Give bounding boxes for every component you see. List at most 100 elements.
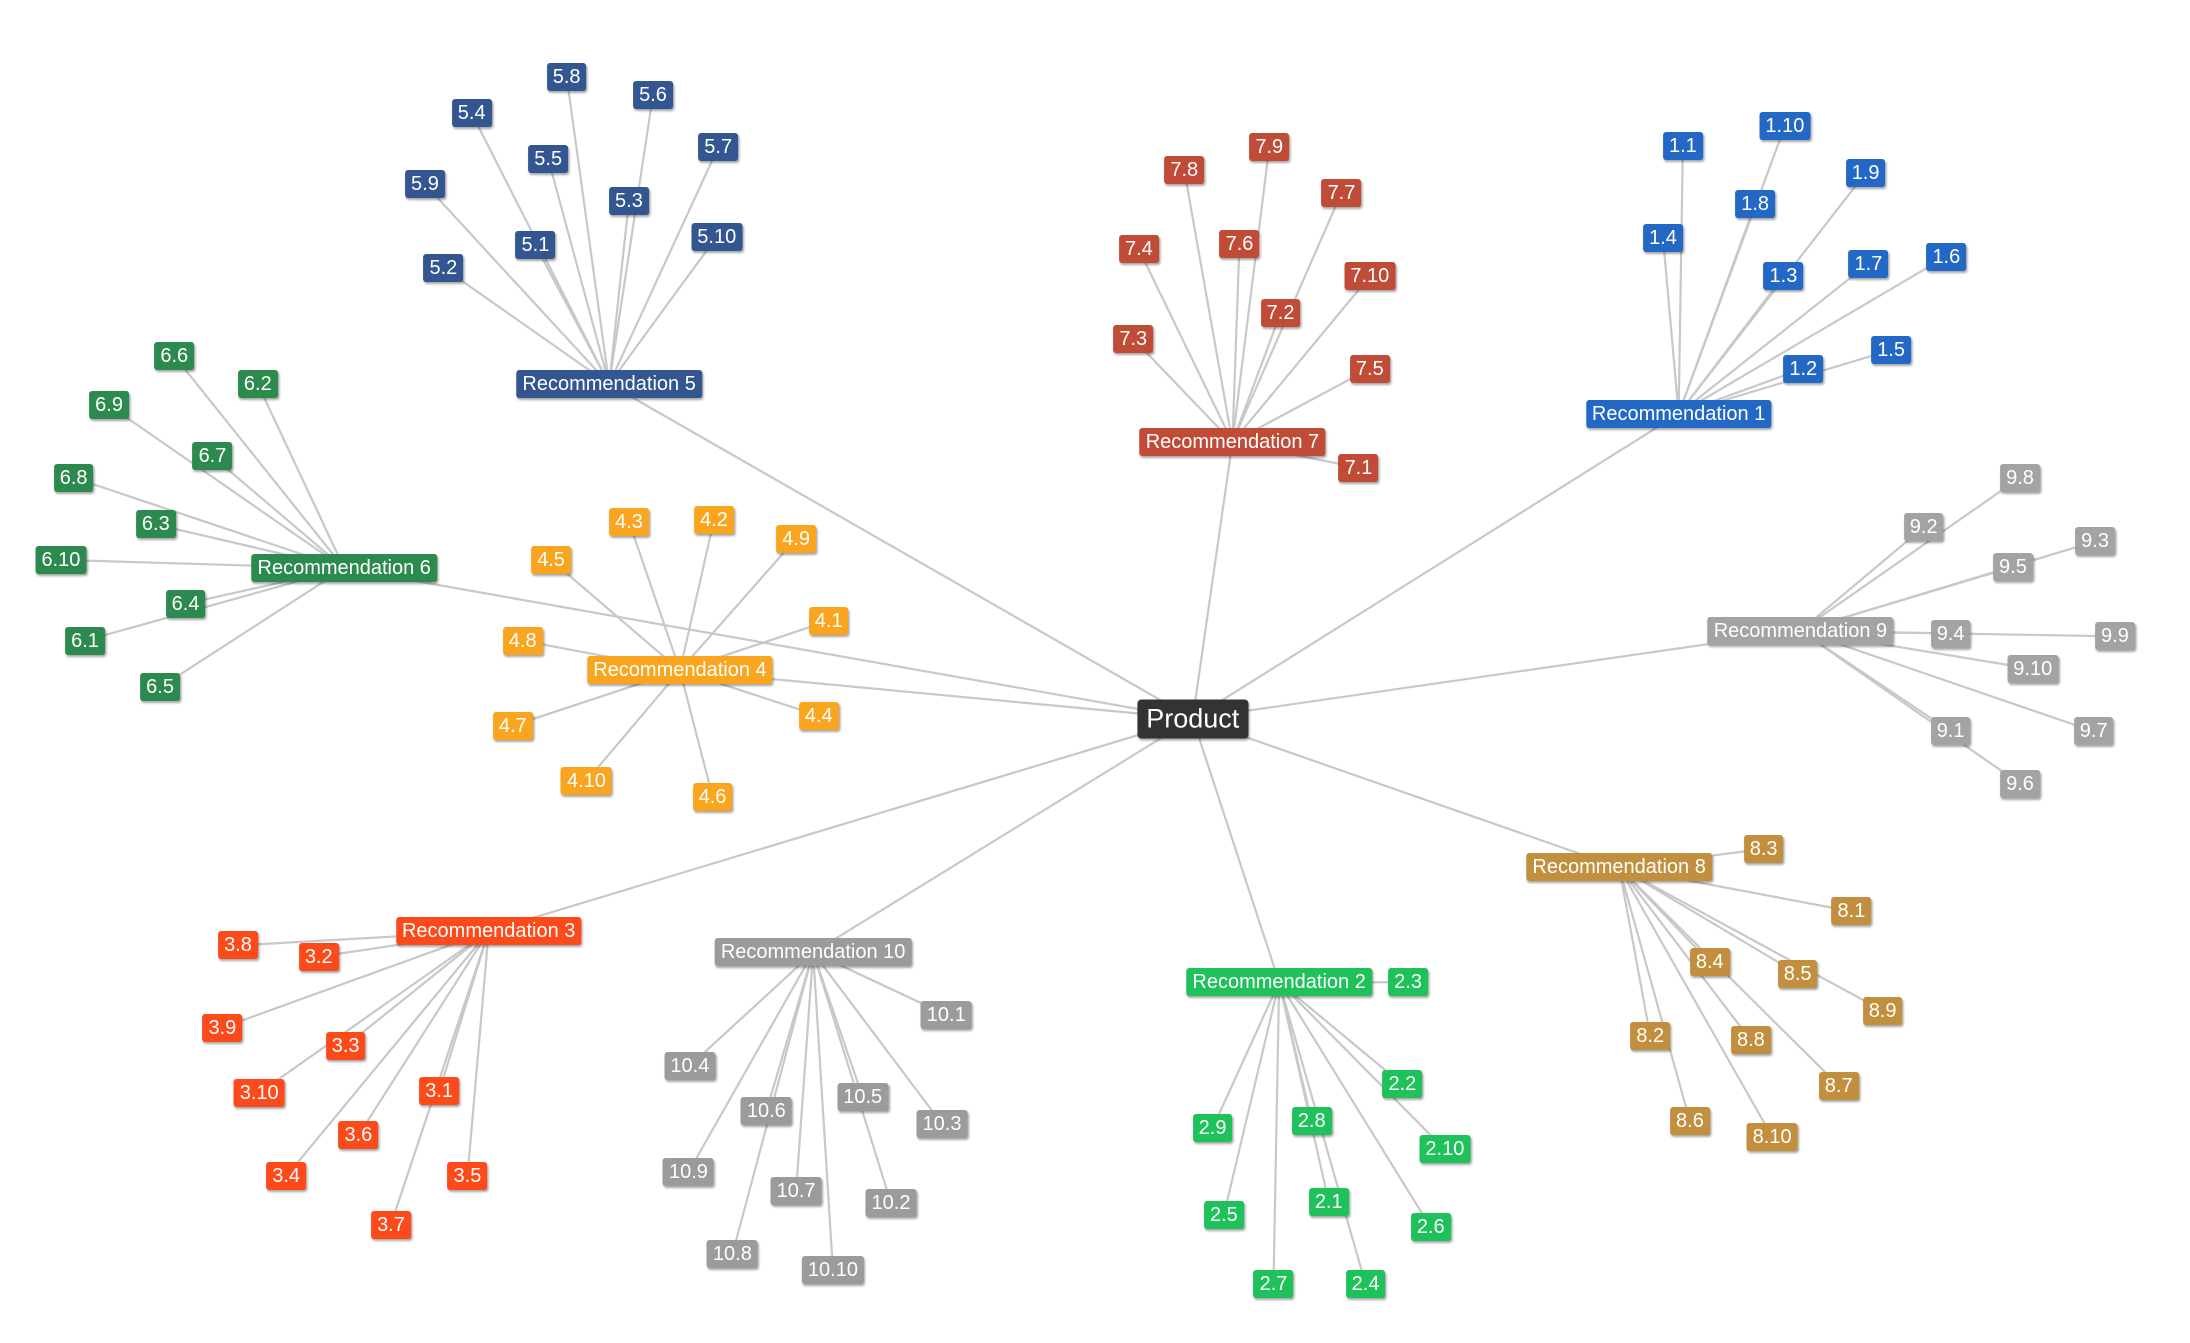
leaf-node[interactable]: 1.3 <box>1763 262 1804 291</box>
leaf-node[interactable]: 8.2 <box>1630 1022 1671 1051</box>
leaf-node[interactable]: 1.10 <box>1759 112 1811 141</box>
leaf-node[interactable]: 4.4 <box>798 701 839 730</box>
leaf-node[interactable]: 1.6 <box>1926 242 1967 271</box>
recommendation-node-3[interactable]: Recommendation 3 <box>395 917 582 946</box>
leaf-node[interactable]: 8.9 <box>1862 996 1903 1025</box>
leaf-node[interactable]: 9.6 <box>2000 769 2040 798</box>
leaf-node[interactable]: 10.1 <box>920 1000 972 1029</box>
leaf-node[interactable]: 6.10 <box>35 545 87 574</box>
leaf-node[interactable]: 7.2 <box>1260 299 1301 328</box>
leaf-node[interactable]: 6.1 <box>65 626 105 655</box>
leaf-node[interactable]: 10.5 <box>837 1083 889 1112</box>
leaf-node[interactable]: 10.4 <box>664 1051 716 1080</box>
leaf-node[interactable]: 5.2 <box>423 253 464 282</box>
leaf-node[interactable]: 8.10 <box>1746 1122 1798 1151</box>
recommendation-node-10[interactable]: Recommendation 10 <box>714 938 912 967</box>
leaf-node[interactable]: 8.8 <box>1730 1026 1771 1055</box>
leaf-node[interactable]: 3.10 <box>233 1078 285 1107</box>
leaf-node[interactable]: 1.9 <box>1845 158 1886 187</box>
leaf-node[interactable]: 9.8 <box>2000 463 2040 492</box>
leaf-node[interactable]: 3.5 <box>447 1162 488 1191</box>
leaf-node[interactable]: 8.6 <box>1670 1107 1710 1136</box>
leaf-node[interactable]: 6.8 <box>53 463 94 492</box>
recommendation-node-9[interactable]: Recommendation 9 <box>1707 616 1894 645</box>
leaf-node[interactable]: 3.4 <box>266 1162 307 1191</box>
leaf-node[interactable]: 7.3 <box>1113 324 1154 353</box>
leaf-node[interactable]: 6.3 <box>135 510 176 539</box>
leaf-node[interactable]: 5.5 <box>528 144 569 173</box>
leaf-node[interactable]: 4.10 <box>560 766 612 795</box>
recommendation-node-2[interactable]: Recommendation 2 <box>1186 968 1372 997</box>
leaf-node[interactable]: 2.1 <box>1308 1187 1349 1216</box>
leaf-node[interactable]: 9.5 <box>1993 552 2033 581</box>
leaf-node[interactable]: 7.10 <box>1344 262 1396 291</box>
leaf-node[interactable]: 5.7 <box>698 133 739 162</box>
leaf-node[interactable]: 1.4 <box>1643 224 1683 253</box>
leaf-node[interactable]: 9.2 <box>1903 513 1944 542</box>
leaf-node[interactable]: 5.3 <box>609 187 649 216</box>
leaf-node[interactable]: 9.7 <box>2073 717 2114 746</box>
leaf-node[interactable]: 10.3 <box>916 1109 968 1138</box>
leaf-node[interactable]: 2.6 <box>1410 1213 1451 1242</box>
leaf-node[interactable]: 5.1 <box>515 231 556 260</box>
leaf-node[interactable]: 7.9 <box>1249 133 1290 162</box>
leaf-node[interactable]: 5.8 <box>546 62 587 91</box>
leaf-node[interactable]: 2.5 <box>1204 1200 1244 1229</box>
leaf-node[interactable]: 5.9 <box>405 170 445 199</box>
leaf-node[interactable]: 1.8 <box>1735 190 1776 219</box>
leaf-node[interactable]: 2.10 <box>1419 1135 1471 1164</box>
leaf-node[interactable]: 4.6 <box>692 782 733 811</box>
leaf-node[interactable]: 3.9 <box>202 1013 243 1042</box>
leaf-node[interactable]: 4.7 <box>492 711 533 740</box>
leaf-node[interactable]: 9.9 <box>2095 622 2135 651</box>
leaf-node[interactable]: 1.5 <box>1871 336 1911 365</box>
recommendation-node-5[interactable]: Recommendation 5 <box>516 370 702 399</box>
leaf-node[interactable]: 5.10 <box>691 222 743 251</box>
leaf-node[interactable]: 3.8 <box>218 931 258 960</box>
leaf-node[interactable]: 9.4 <box>1930 619 1971 648</box>
leaf-node[interactable]: 8.4 <box>1689 948 1730 977</box>
leaf-node[interactable]: 6.2 <box>237 370 278 399</box>
leaf-node[interactable]: 8.3 <box>1743 835 1784 863</box>
leaf-node[interactable]: 1.2 <box>1783 354 1824 383</box>
leaf-node[interactable]: 1.7 <box>1848 249 1889 278</box>
leaf-node[interactable]: 8.7 <box>1818 1071 1859 1100</box>
leaf-node[interactable]: 6.5 <box>140 673 180 702</box>
leaf-node[interactable]: 6.4 <box>165 589 206 618</box>
leaf-node[interactable]: 6.9 <box>89 391 129 420</box>
leaf-node[interactable]: 3.2 <box>298 942 339 971</box>
product-root-node[interactable]: Product <box>1137 699 1249 739</box>
leaf-node[interactable]: 7.5 <box>1349 354 1390 383</box>
leaf-node[interactable]: 10.7 <box>770 1176 822 1205</box>
leaf-node[interactable]: 2.4 <box>1345 1270 1386 1299</box>
leaf-node[interactable]: 3.6 <box>338 1121 379 1150</box>
leaf-node[interactable]: 6.6 <box>154 341 195 370</box>
leaf-node[interactable]: 6.7 <box>192 442 233 471</box>
recommendation-node-6[interactable]: Recommendation 6 <box>251 554 437 583</box>
leaf-node[interactable]: 8.1 <box>1831 897 1872 926</box>
leaf-node[interactable]: 7.8 <box>1164 156 1205 185</box>
leaf-node[interactable]: 4.5 <box>531 545 571 574</box>
leaf-node[interactable]: 9.1 <box>1930 717 1971 746</box>
leaf-node[interactable]: 7.1 <box>1338 453 1379 482</box>
leaf-node[interactable]: 10.2 <box>865 1189 917 1218</box>
recommendation-node-4[interactable]: Recommendation 4 <box>587 656 773 685</box>
leaf-node[interactable]: 3.1 <box>419 1077 460 1106</box>
recommendation-node-7[interactable]: Recommendation 7 <box>1139 428 1326 457</box>
leaf-node[interactable]: 3.3 <box>325 1032 366 1061</box>
leaf-node[interactable]: 10.9 <box>662 1158 714 1187</box>
leaf-node[interactable]: 8.5 <box>1777 959 1818 988</box>
leaf-node[interactable]: 4.3 <box>609 507 649 536</box>
leaf-node[interactable]: 2.2 <box>1382 1070 1423 1099</box>
leaf-node[interactable]: 4.9 <box>776 524 816 553</box>
leaf-node[interactable]: 9.3 <box>2075 527 2115 556</box>
leaf-node[interactable]: 2.8 <box>1291 1107 1332 1136</box>
leaf-node[interactable]: 10.6 <box>740 1097 792 1126</box>
leaf-node[interactable]: 9.10 <box>2007 655 2059 683</box>
leaf-node[interactable]: 3.7 <box>371 1210 411 1239</box>
leaf-node[interactable]: 4.2 <box>694 506 734 535</box>
leaf-node[interactable]: 4.8 <box>502 626 543 655</box>
leaf-node[interactable]: 5.4 <box>451 99 492 128</box>
leaf-node[interactable]: 2.9 <box>1192 1114 1233 1143</box>
leaf-node[interactable]: 7.4 <box>1119 235 1159 264</box>
